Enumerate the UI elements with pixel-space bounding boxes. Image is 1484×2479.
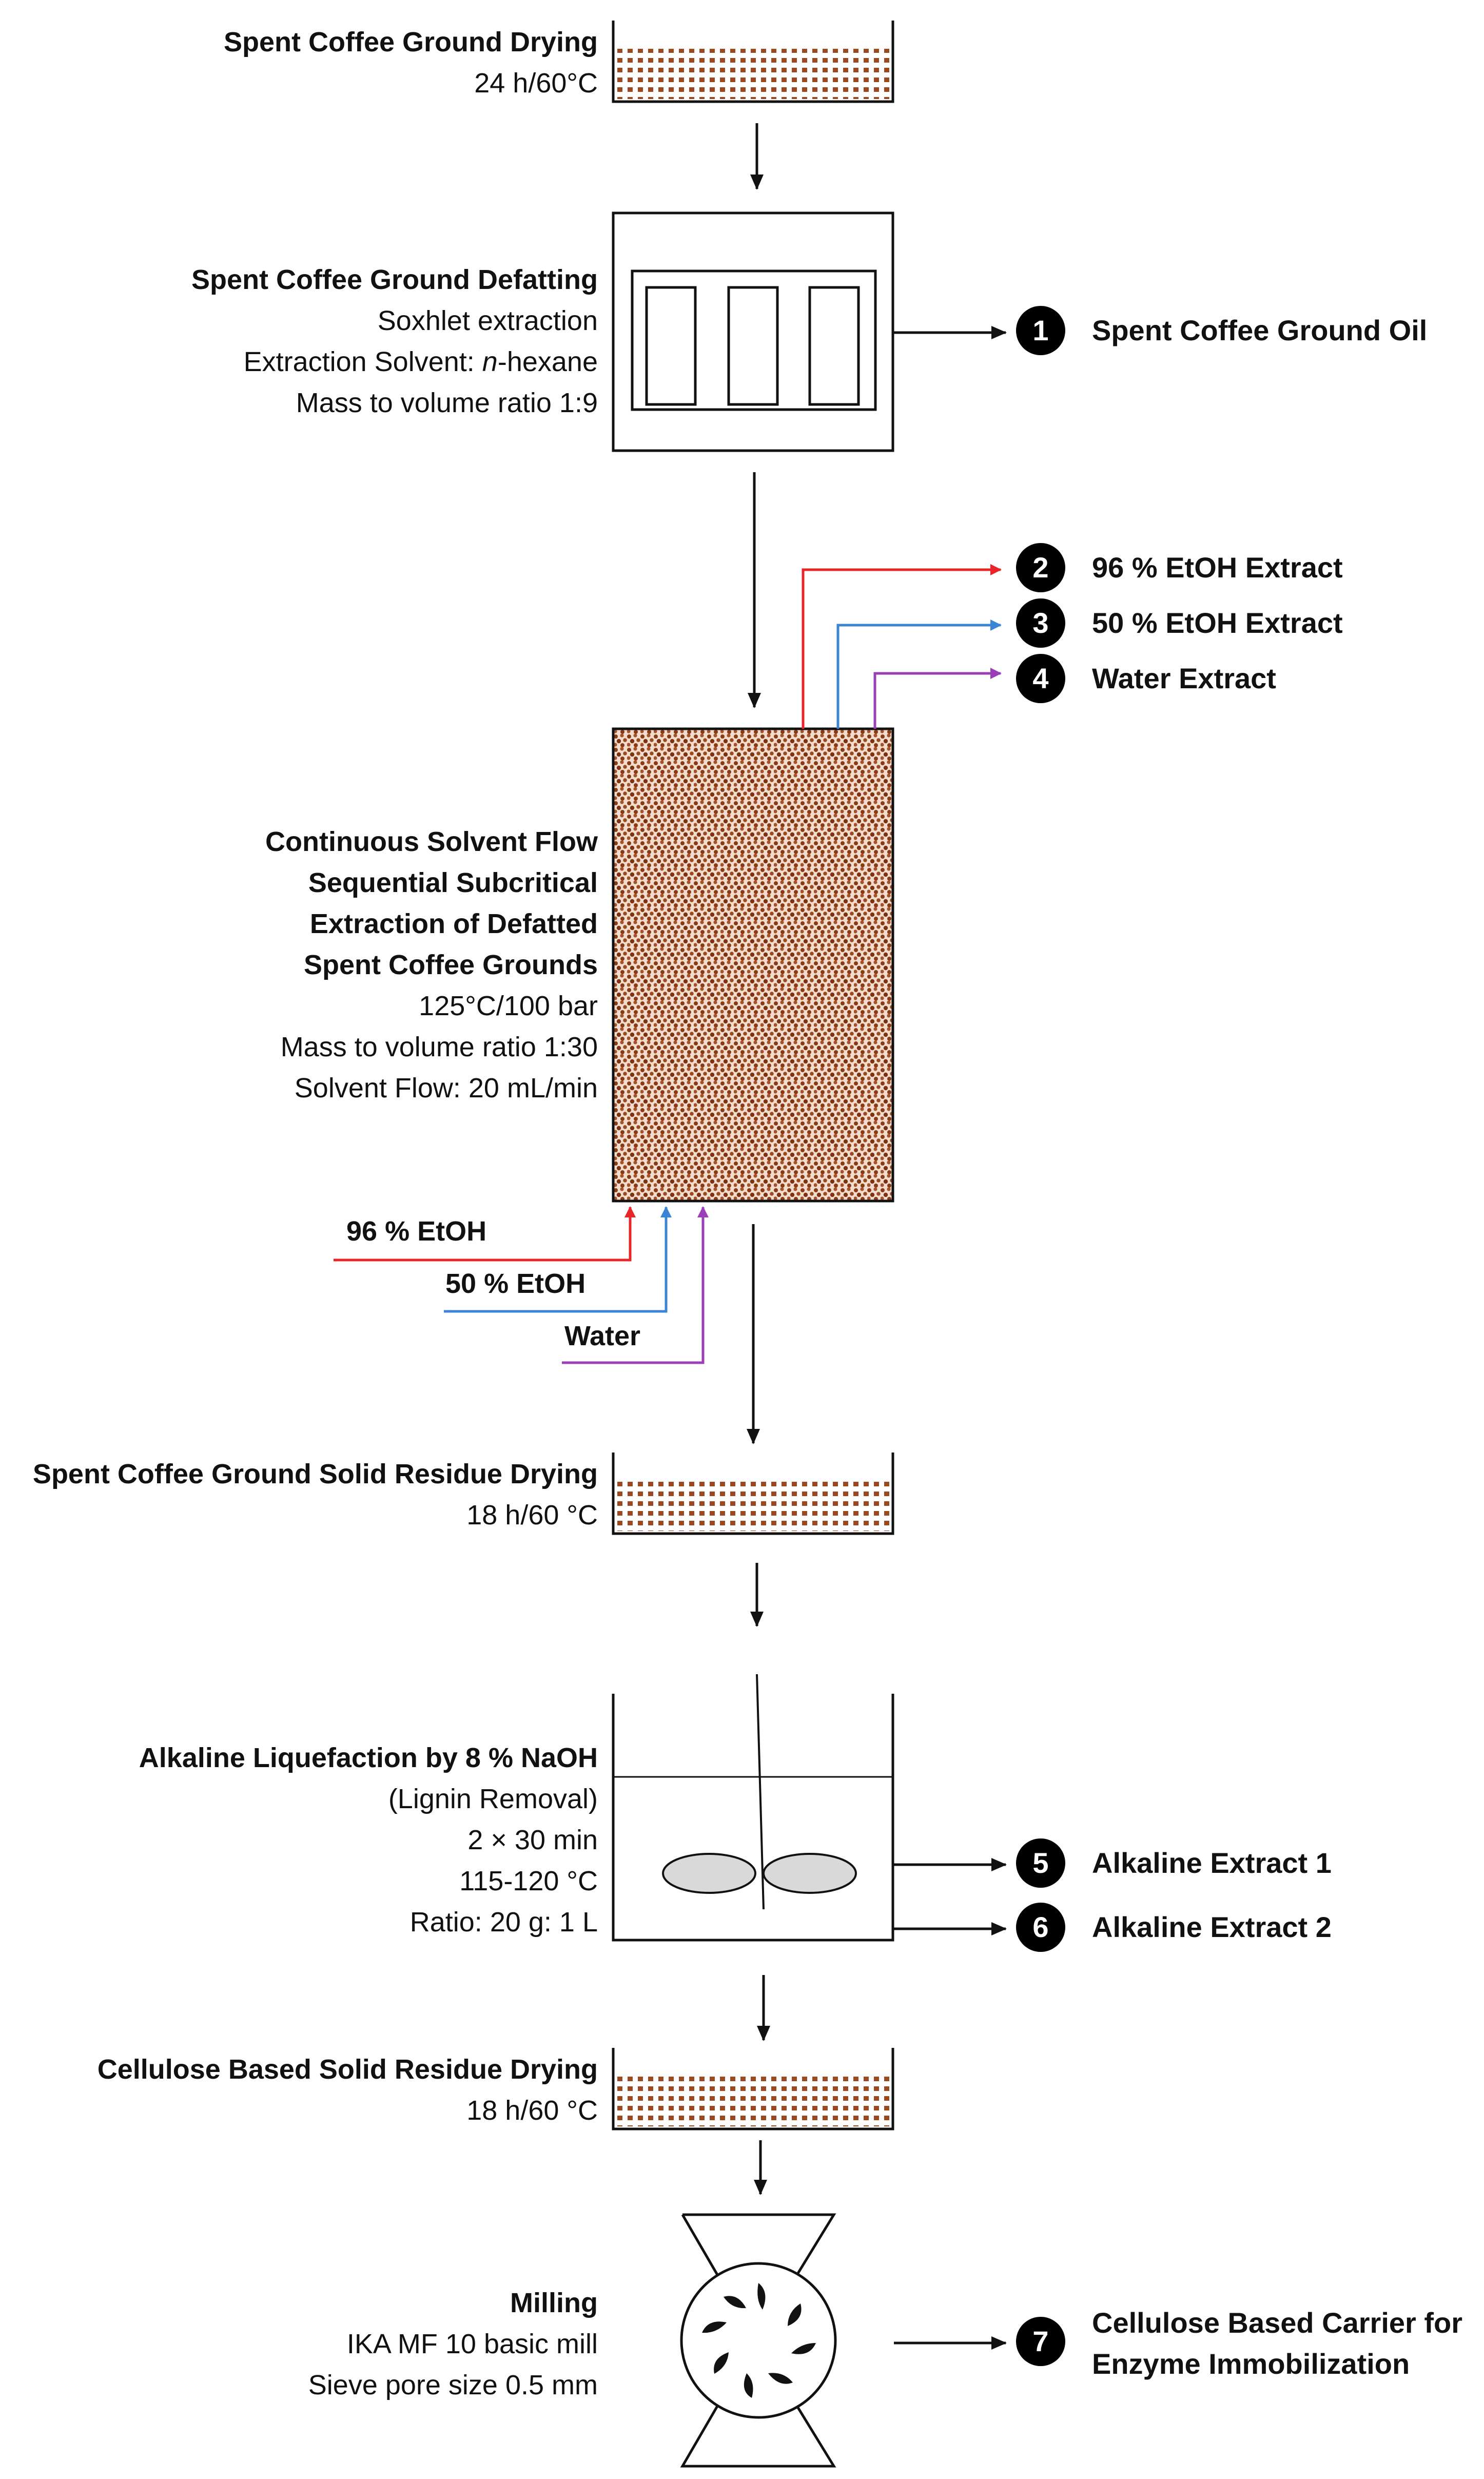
mill-blades	[702, 2283, 816, 2398]
output-label: Spent Coffee Ground Oil	[1092, 314, 1428, 346]
input-line-96-etoh	[334, 1206, 636, 1262]
stirrer-paddle	[662, 1853, 756, 1894]
output-2: 2 96 % EtOH Extract	[1016, 543, 1343, 592]
drying1-title: Spent Coffee Ground Drying	[224, 27, 598, 57]
arrow-to-output-2	[802, 564, 1002, 729]
output-number-badge: 7	[1016, 2317, 1065, 2366]
thimble	[645, 286, 697, 406]
drying1-label: Spent Coffee Ground Drying 24 h/60°C	[224, 22, 598, 104]
stirrer-shaft	[756, 1674, 765, 1910]
drying3-detail: 18 h/60 °C	[466, 2095, 598, 2126]
output-6: 6 Alkaline Extract 2	[1016, 1903, 1332, 1952]
extraction-title-line: Spent Coffee Grounds	[303, 950, 598, 980]
drying2-title: Spent Coffee Ground Solid Residue Drying	[32, 1459, 598, 1489]
coffee-grounds-layer	[617, 2076, 889, 2126]
output-label: 96 % EtOH Extract	[1092, 551, 1343, 584]
milling-label: Milling IKA MF 10 basic mill Sieve pore …	[308, 2282, 598, 2406]
extraction-title-line: Extraction of Defatted	[309, 908, 598, 939]
extraction-column	[612, 727, 894, 1203]
liquefaction-vessel	[612, 1674, 894, 1942]
extraction-conditions: 125°C/100 bar	[419, 991, 598, 1021]
output-number-badge: 3	[1016, 598, 1065, 648]
milling-detail: IKA MF 10 basic mill	[346, 2329, 598, 2359]
extraction-ratio: Mass to volume ratio 1:30	[280, 1032, 598, 1062]
output-label: Water Extract	[1092, 662, 1276, 694]
milling-title: Milling	[510, 2288, 598, 2318]
coffee-grounds-layer	[617, 1481, 889, 1531]
extraction-title-line: Sequential Subcritical	[308, 867, 598, 898]
defatting-method: Soxhlet extraction	[377, 305, 598, 336]
mill-chamber	[680, 2262, 837, 2419]
output-5: 5 Alkaline Extract 1	[1016, 1838, 1332, 1888]
output-number-badge: 6	[1016, 1903, 1065, 1952]
drying2-detail: 18 h/60 °C	[466, 1500, 598, 1531]
liquefaction-title: Alkaline Liquefaction by 8 % NaOH	[139, 1742, 598, 1773]
liquefaction-detail: (Lignin Removal)	[388, 1784, 598, 1814]
defatting-solvent: Extraction Solvent: n-hexane	[243, 346, 598, 377]
output-3: 3 50 % EtOH Extract	[1016, 598, 1343, 648]
input-label-50-etoh: 50 % EtOH	[445, 1268, 586, 1299]
defatting-ratio: Mass to volume ratio 1:9	[296, 388, 598, 418]
extraction-flow: Solvent Flow: 20 mL/min	[294, 1073, 598, 1103]
mill	[680, 2213, 837, 2468]
liquefaction-detail: Ratio: 20 g: 1 L	[409, 1907, 598, 1938]
output-label: Alkaline Extract 2	[1092, 1911, 1332, 1943]
output-number-badge: 5	[1016, 1838, 1065, 1888]
stirrer-paddle	[763, 1853, 857, 1894]
output-number-badge: 1	[1016, 306, 1065, 355]
drying2-label: Spent Coffee Ground Solid Residue Drying…	[33, 1454, 598, 1536]
milling-detail: Sieve pore size 0.5 mm	[308, 2370, 598, 2400]
defatting-label: Spent Coffee Ground Defatting Soxhlet ex…	[191, 259, 598, 423]
drying-tray-3	[612, 2048, 894, 2131]
arrow-to-output-3	[836, 619, 1002, 729]
defatting-title: Spent Coffee Ground Defatting	[191, 264, 598, 295]
output-number-badge: 4	[1016, 654, 1065, 703]
output-label: Alkaline Extract 1	[1092, 1847, 1332, 1879]
input-line-water	[562, 1206, 709, 1364]
drying1-detail: 24 h/60°C	[474, 68, 598, 99]
liquefaction-detail: 115-120 °C	[459, 1866, 598, 1896]
input-line-50-etoh	[444, 1206, 672, 1313]
arrow-to-output-4	[873, 668, 1002, 729]
drying3-label: Cellulose Based Solid Residue Drying 18 …	[97, 2049, 598, 2131]
input-label-96-etoh: 96 % EtOH	[346, 1216, 487, 1247]
thimble	[727, 286, 779, 406]
thimble	[808, 286, 860, 406]
extraction-title-line: Continuous Solvent Flow	[265, 826, 598, 857]
output-label: 50 % EtOH Extract	[1092, 607, 1343, 639]
output-number-badge: 2	[1016, 543, 1065, 592]
input-label-water: Water	[564, 1321, 641, 1351]
liquefaction-label: Alkaline Liquefaction by 8 % NaOH (Ligni…	[139, 1737, 598, 1943]
extraction-label: Continuous Solvent Flow Sequential Subcr…	[265, 821, 598, 1109]
soxhlet-extractor	[612, 211, 894, 452]
coffee-grounds-layer	[617, 49, 889, 99]
drying-tray-2	[612, 1452, 894, 1535]
output-1: 1 Spent Coffee Ground Oil	[1016, 306, 1427, 355]
liquefaction-detail: 2 × 30 min	[467, 1825, 598, 1855]
drying-tray-1	[612, 21, 894, 103]
drying3-title: Cellulose Based Solid Residue Drying	[97, 2054, 598, 2085]
output-4: 4 Water Extract	[1016, 654, 1276, 703]
